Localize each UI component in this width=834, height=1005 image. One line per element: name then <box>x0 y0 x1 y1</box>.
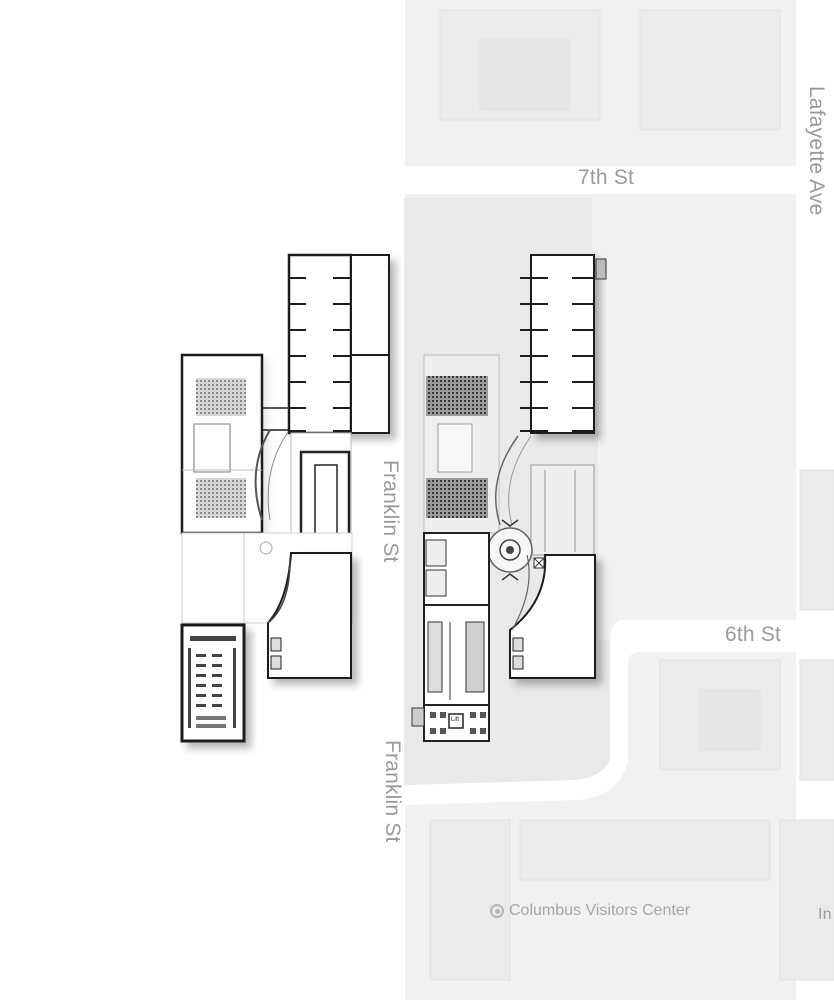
poi-label: Columbus Visitors Center <box>509 902 691 919</box>
sixth-street-road <box>403 620 834 805</box>
franklin-street-label-lower: Franklin St <box>381 740 404 843</box>
ground-floor-plan <box>411 254 607 742</box>
seventh-street-label: 7th St <box>578 166 635 189</box>
lafayette-avenue-label: Lafayette Ave <box>805 86 828 216</box>
sixth-street-label: 6th St <box>725 623 782 646</box>
edge-text-fragment: In <box>818 906 832 923</box>
franklin-road <box>380 0 405 1000</box>
upper-floor-plan <box>180 253 390 743</box>
building-footprints <box>429 9 834 981</box>
poi-visitors-center[interactable]: Columbus Visitors Center <box>490 902 690 920</box>
franklin-street-label-upper: Franklin St <box>379 460 402 563</box>
seventh-street-road <box>398 166 834 194</box>
elevator-icon <box>448 713 464 729</box>
elevator-tag: Lift <box>451 717 460 723</box>
place-pin-icon <box>490 904 504 918</box>
